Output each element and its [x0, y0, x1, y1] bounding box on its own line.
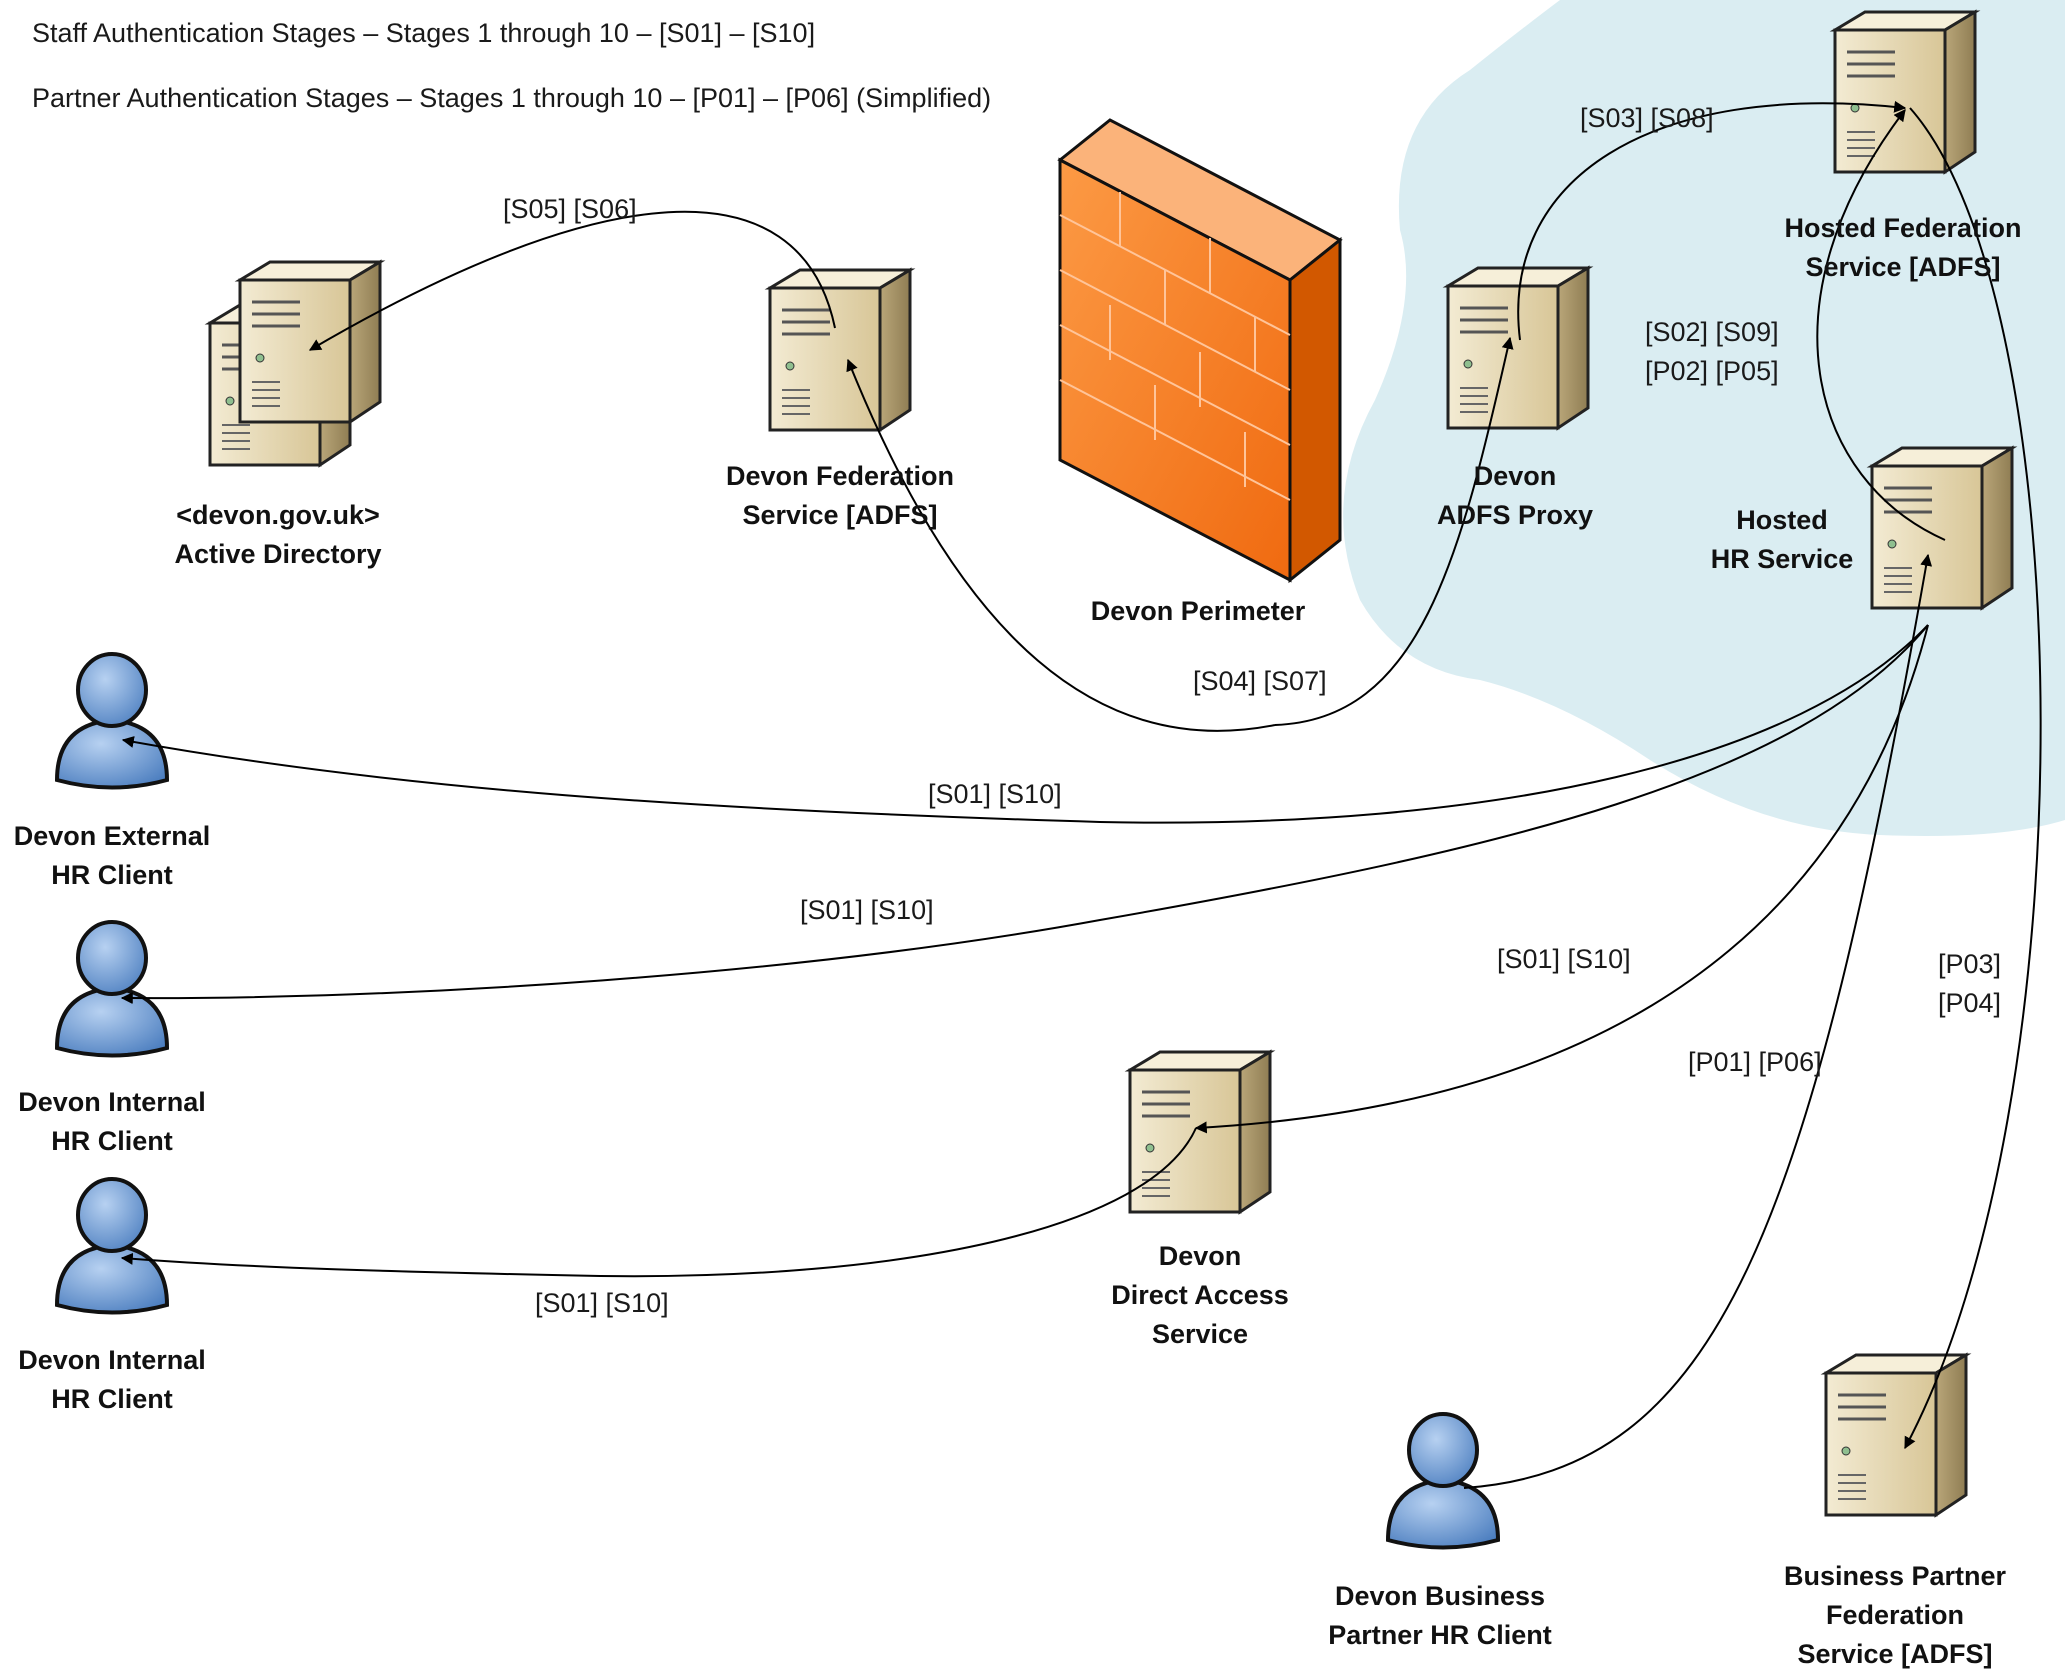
- edge-internal1-s01-s10: [120, 624, 1929, 1005]
- business-partner-federation-label-line2: Federation: [1825, 1600, 1965, 1630]
- edge-label-internal2-s01-s10: [S01] [S10]: [535, 1288, 669, 1318]
- edge-label-s04-s07: [S04] [S07]: [1193, 666, 1327, 696]
- devon-perimeter-label-line1: Devon Perimeter: [1090, 596, 1306, 626]
- internal-client-1-label-line2: HR Client: [51, 1126, 173, 1156]
- edge-s03-s08: [1517, 100, 1907, 341]
- devon-federation-label-line1: Devon Federation: [725, 461, 955, 491]
- external-client-label-line1: Devon External: [13, 821, 211, 851]
- firewall-icon: [1057, 118, 1343, 584]
- business-partner-client-label-line2: Partner HR Client: [1328, 1620, 1552, 1650]
- edge-label-p01-p06: [P01] [P06]: [1688, 1047, 1822, 1077]
- devon-adfs-proxy-label-line1: Devon: [1473, 461, 1557, 491]
- business-partner-federation-label-line1: Business Partner: [1783, 1561, 2007, 1591]
- edge-s04-s07-to-federation: [846, 358, 1276, 732]
- active-directory-label-line1: <devon.gov.uk>: [176, 500, 380, 530]
- internal-client-2-label: Devon Internal HR Client: [18, 1341, 206, 1419]
- edge-label-s03-s08: [S03] [S08]: [1580, 103, 1714, 133]
- hosted-federation-label-line1: Hosted Federation: [1784, 213, 2022, 243]
- staff-stages-legend: Staff Authentication Stages – Stages 1 t…: [32, 18, 816, 48]
- edge-s04-s07-to-proxy: [1274, 336, 1514, 726]
- server-cluster-icon: [208, 260, 382, 467]
- edge-label-p03-p04: [P03] [P04]: [1938, 945, 2001, 1023]
- devon-federation-label: Devon Federation Service [ADFS]: [726, 457, 954, 535]
- edge-s02-s09-p02-p05: [1816, 109, 1946, 541]
- edge-p03-p04: [1904, 107, 2042, 1450]
- edge-s05-s06: [308, 210, 836, 351]
- hosted-federation-label-line2: Service [ADFS]: [1805, 252, 2001, 282]
- internal-client-1-user-icon: [55, 920, 169, 1058]
- edge-direct-s01-s10: [1194, 624, 1929, 1134]
- edge-label-internal1-s01-s10: [S01] [S10]: [800, 895, 934, 925]
- business-partner-client-label: Devon Business Partner HR Client: [1328, 1577, 1552, 1655]
- edge-label-p02-p05: [P02] [P05]: [1645, 356, 1779, 386]
- edge-label-s02-s09: [S02] [S09]: [1645, 317, 1779, 347]
- business-partner-client-user-icon: [1386, 1412, 1500, 1550]
- internal-client-2-user-icon: [55, 1177, 169, 1315]
- edge-label-p04: [P04]: [1938, 988, 2002, 1018]
- hosted-hr-label-line1: Hosted: [1736, 505, 1828, 535]
- active-directory-label: <devon.gov.uk> Active Directory: [174, 496, 381, 574]
- hosted-hr-server-icon: [1870, 446, 2014, 610]
- internal-client-1-label-line1: Devon Internal: [18, 1087, 206, 1117]
- external-client-user-icon: [55, 652, 169, 790]
- business-partner-federation-server-icon: [1824, 1353, 1968, 1517]
- internal-client-2-label-line2: HR Client: [51, 1384, 173, 1414]
- devon-adfs-proxy-server-icon: [1446, 266, 1590, 430]
- partner-stages-legend: Partner Authentication Stages – Stages 1…: [32, 83, 992, 113]
- edge-label-direct-s01-s10: [S01] [S10]: [1497, 944, 1631, 974]
- direct-access-label-line2: Direct Access: [1111, 1280, 1289, 1310]
- hosted-federation-server-icon: [1833, 10, 1977, 174]
- external-client-label: Devon External HR Client: [14, 817, 211, 895]
- hosted-hr-label: Hosted HR Service: [1711, 501, 1854, 579]
- edge-label-s02-s09-p02-p05: [S02] [S09] [P02] [P05]: [1645, 313, 1779, 391]
- direct-access-server-icon: [1128, 1050, 1272, 1214]
- internal-client-1-label: Devon Internal HR Client: [18, 1083, 206, 1161]
- business-partner-federation-label-line3: Service [ADFS]: [1797, 1639, 1993, 1669]
- devon-adfs-proxy-label: Devon ADFS Proxy: [1437, 457, 1593, 535]
- internal-client-2-label-line1: Devon Internal: [18, 1345, 206, 1375]
- edge-label-external-s01-s10: [S01] [S10]: [928, 779, 1062, 809]
- direct-access-label-line1: Devon: [1158, 1241, 1242, 1271]
- edge-external-s01-s10: [121, 624, 1929, 824]
- hosted-cloud-region: [1343, 0, 2065, 836]
- external-client-label-line2: HR Client: [51, 860, 173, 890]
- direct-access-label: Devon Direct Access Service: [1111, 1237, 1289, 1354]
- active-directory-label-line2: Active Directory: [174, 539, 382, 569]
- edge-p01-p06: [1463, 553, 1933, 1489]
- edge-label-p03: [P03]: [1938, 949, 2002, 979]
- business-partner-client-label-line1: Devon Business: [1334, 1581, 1546, 1611]
- edge-internal2-s01-s10: [120, 1127, 1197, 1278]
- hosted-hr-label-line2: HR Service: [1710, 544, 1854, 574]
- devon-federation-server-icon: [768, 268, 912, 432]
- devon-adfs-proxy-label-line2: ADFS Proxy: [1436, 500, 1594, 530]
- devon-federation-label-line2: Service [ADFS]: [742, 500, 938, 530]
- business-partner-federation-label: Business Partner Federation Service [ADF…: [1784, 1557, 2006, 1674]
- direct-access-label-line3: Service: [1151, 1319, 1249, 1349]
- devon-perimeter-label: Devon Perimeter: [1091, 592, 1306, 631]
- edge-label-s05-s06: [S05] [S06]: [503, 194, 637, 224]
- hosted-federation-label: Hosted Federation Service [ADFS]: [1784, 209, 2021, 287]
